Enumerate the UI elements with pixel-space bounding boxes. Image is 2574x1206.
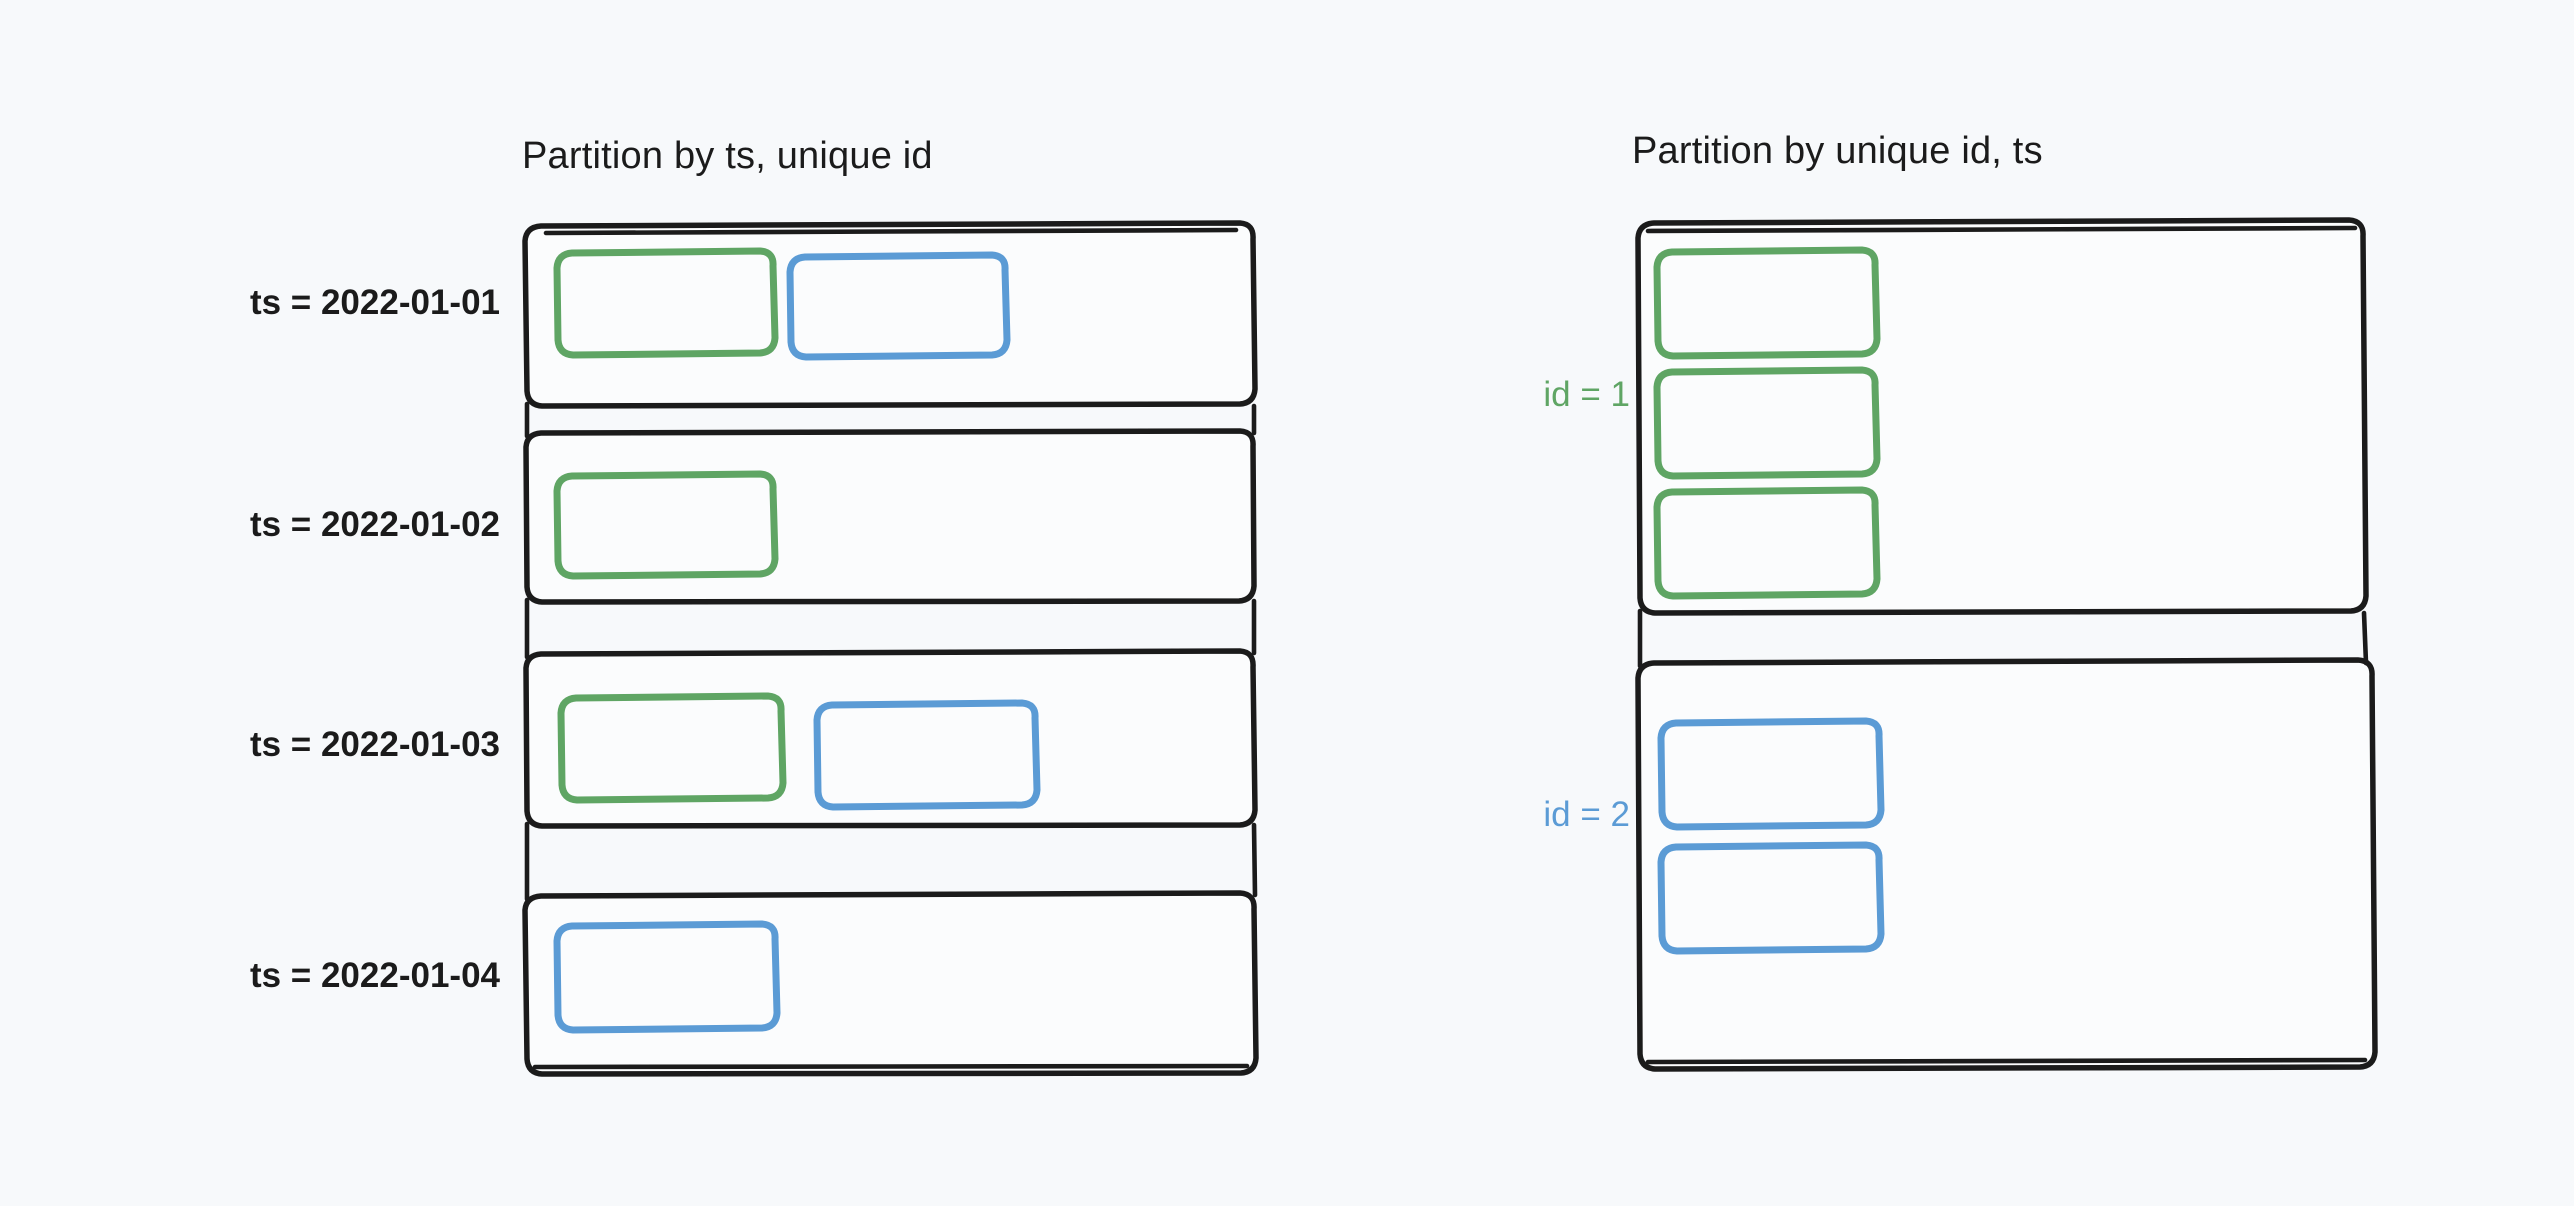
record-green (557, 692, 787, 804)
record-blue (786, 251, 1011, 361)
record-green (553, 247, 779, 359)
record-green (1653, 366, 1881, 480)
right-panel-title: Partition by unique id, ts (1632, 130, 2043, 172)
ts-label-2022-01-03: ts = 2022-01-03 (249, 725, 500, 764)
record-blue (813, 699, 1041, 811)
record-green (1653, 486, 1881, 600)
ts-label-2022-01-02: ts = 2022-01-02 (249, 505, 500, 544)
right-partition-id-2[interactable] (1635, 657, 2378, 1072)
ts-label-2022-01-01: ts = 2022-01-01 (249, 283, 500, 322)
id-label-2: id = 2 (1543, 795, 1630, 834)
ts-label-2022-01-04: ts = 2022-01-04 (249, 956, 500, 995)
record-green (553, 470, 779, 580)
record-blue (1657, 841, 1885, 955)
right-rail-1-2-r (2361, 610, 2369, 666)
id-label-1: id = 1 (1543, 375, 1630, 414)
left-panel-title: Partition by ts, unique id (522, 135, 933, 177)
left-partition-4[interactable] (522, 890, 1259, 1077)
left-partition-1[interactable] (522, 220, 1258, 409)
record-green (1653, 246, 1881, 360)
record-blue (553, 920, 781, 1034)
record-blue (1657, 717, 1885, 831)
left-rail-3-4-r (1251, 822, 1258, 898)
right-partition-id-1[interactable] (1635, 217, 2369, 616)
